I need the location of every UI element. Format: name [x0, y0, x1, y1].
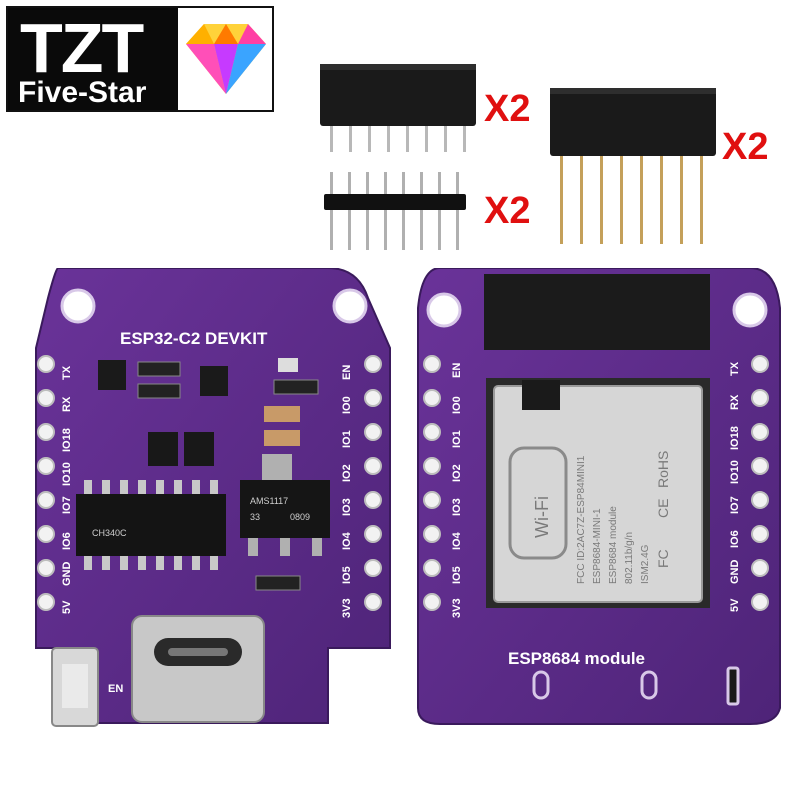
mount-hole-left — [426, 292, 462, 328]
male-header — [324, 172, 466, 250]
pin-label: RX — [729, 394, 741, 410]
regulator-code: 33 — [250, 512, 260, 522]
chip-label: CH340C — [92, 528, 127, 538]
diode — [184, 432, 214, 466]
pin-label: IO1 — [451, 430, 463, 448]
long-female-header-quantity: X2 — [722, 126, 769, 168]
esp8684-module: ESP8684-MINI-1 ESP8684 module 802.11b/g/… — [486, 378, 710, 608]
pin-label: TX — [729, 361, 741, 376]
right-pin-pads — [751, 355, 769, 611]
pin-label: IO1 — [341, 430, 353, 448]
pin-label: IO18 — [729, 426, 741, 450]
wifi-logo: Wi-Fi — [508, 446, 568, 560]
resistor — [137, 361, 181, 377]
resistor — [137, 383, 181, 399]
female-header-quantity: X2 — [484, 88, 531, 130]
mount-hole-right — [332, 288, 368, 324]
regulator-label: AMS1117 — [250, 496, 288, 506]
diamond-icon — [186, 24, 266, 94]
capacitor — [264, 406, 300, 422]
left-pin-labels: EN IO0 IO1 IO2 IO3 IO4 IO5 3V3 — [451, 363, 463, 618]
pin-label: IO18 — [61, 428, 73, 452]
pin-label: IO6 — [61, 532, 73, 550]
svg-text:Wi-Fi: Wi-Fi — [532, 496, 552, 538]
brand-logo: TZT Five-Star — [6, 6, 274, 112]
pin-label: RX — [61, 396, 73, 412]
right-pin-pads — [364, 355, 382, 611]
mount-hole-left — [60, 288, 96, 324]
bottom-pads — [532, 666, 740, 706]
pin-label: IO3 — [341, 498, 353, 516]
diode — [148, 432, 178, 466]
usb-c-connector — [131, 615, 265, 723]
pin-label: IO3 — [451, 498, 463, 516]
cert-ce: CE — [655, 499, 671, 518]
pin-label: EN — [451, 363, 463, 378]
shield-line: ESP8684 module — [608, 506, 619, 584]
transistor-q2 — [200, 366, 228, 396]
logo-background — [8, 8, 178, 110]
en-button-label: EN — [108, 683, 123, 695]
pin-label: 5V — [729, 598, 741, 612]
capacitor — [264, 430, 300, 446]
pin-label: IO2 — [341, 464, 353, 482]
voltage-regulator: AMS1117 33 0809 — [240, 454, 330, 556]
shield-line: 802.11b/g/n — [624, 532, 635, 584]
pin-label: GND — [729, 560, 741, 585]
left-pin-labels: TX RX IO18 IO10 IO7 IO6 GND 5V — [61, 365, 73, 614]
male-header-quantity: X2 — [484, 190, 531, 232]
pin-label: IO6 — [729, 530, 741, 548]
right-pin-labels: EN IO0 IO1 IO2 IO3 IO4 IO5 3V3 — [341, 365, 353, 618]
cert-rohs: RoHS — [655, 451, 671, 488]
logo-tagline: Five-Star — [18, 76, 147, 109]
shield-line: ISM2.4G — [640, 544, 651, 584]
female-header-short — [320, 64, 476, 152]
pin-label: IO5 — [341, 566, 353, 584]
crystal — [522, 380, 560, 410]
left-pin-pads — [423, 355, 441, 611]
usb-serial-chip: CH340C — [76, 480, 226, 570]
pin-label: IO0 — [341, 396, 353, 414]
resistor — [255, 575, 301, 591]
pin-label: TX — [61, 365, 73, 380]
pin-label: GND — [61, 562, 73, 587]
transistor-q1 — [98, 360, 126, 390]
en-button[interactable] — [51, 647, 99, 727]
left-pin-pads — [37, 355, 55, 611]
resistor — [273, 379, 319, 395]
pin-label: 3V3 — [451, 598, 463, 618]
devkit-board: ESP32-C2 DEVKIT TX RX IO18 IO10 IO7 IO6 … — [35, 268, 391, 727]
pin-headers-group — [320, 64, 716, 250]
pin-label: 5V — [61, 600, 73, 614]
cert-fc: FC — [655, 549, 671, 568]
shield-line: ESP8684-MINI-1 — [592, 508, 603, 584]
pin-label: IO0 — [451, 396, 463, 414]
pin-label: IO5 — [451, 566, 463, 584]
right-pin-labels: TX RX IO18 IO10 IO7 IO6 GND 5V — [729, 361, 741, 612]
board-title: ESP8684 module — [508, 649, 645, 668]
female-header-long — [550, 88, 716, 244]
pin-label: IO2 — [451, 464, 463, 482]
led — [278, 358, 298, 372]
pin-label: IO10 — [729, 460, 741, 484]
logo-brand-text: TZT — [20, 9, 144, 87]
shield-line: FCC ID:2AC7Z-ESP84MINI1 — [576, 455, 587, 584]
board-title: ESP32-C2 DEVKIT — [120, 329, 268, 348]
pin-label: IO10 — [61, 462, 73, 486]
pin-label: IO7 — [61, 496, 73, 514]
pin-label: IO7 — [729, 496, 741, 514]
module-board: EN IO0 IO1 IO2 IO3 IO4 IO5 3V3 TX RX IO1… — [417, 268, 781, 725]
pin-label: IO4 — [451, 531, 463, 550]
mount-hole-right — [732, 292, 768, 328]
pin-label: 3V3 — [341, 598, 353, 618]
pin-label: IO4 — [341, 531, 353, 550]
antenna-area — [484, 274, 710, 350]
regulator-date: 0809 — [290, 512, 310, 522]
pin-label: EN — [341, 365, 353, 380]
